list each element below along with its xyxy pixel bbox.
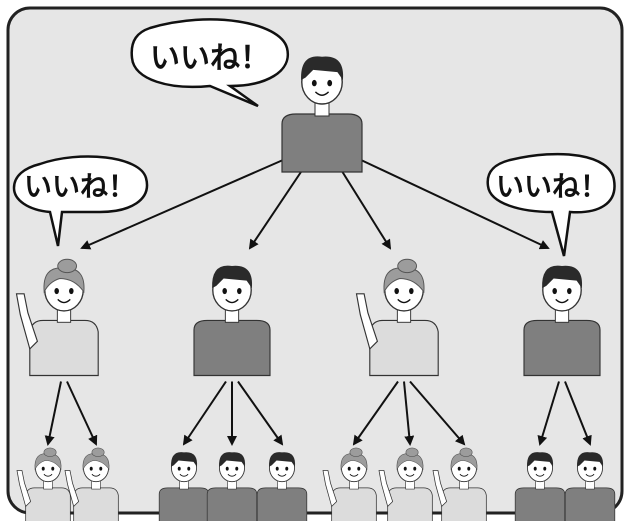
bubble-text-right: いいね！	[496, 170, 608, 203]
person-level3-3-1-hair	[340, 453, 368, 471]
arrow-level2-3-to-level3-3	[409, 380, 466, 446]
speech-bubble-left: いいね！	[12, 155, 149, 247]
person-level3-4-1-hair	[527, 452, 554, 467]
person-level2-1-hair	[43, 267, 85, 294]
person-level3-1-2-blouse	[73, 487, 119, 521]
arrow-layer	[44, 159, 592, 446]
person-level3-3-2-blouse	[387, 487, 433, 521]
arrow-level2-1-to-level3-1	[44, 381, 62, 446]
person-level3-2-2-hair	[219, 452, 246, 467]
person-level3-1-2-hair	[82, 453, 110, 471]
person-level3-3-1-pointing-arm	[322, 470, 338, 508]
person-level3-3-1-blouse	[331, 487, 377, 521]
person-level3-3-2	[378, 447, 433, 521]
arrow-level2-2-to-level3-1	[182, 380, 227, 446]
person-level3-1-1	[16, 447, 71, 521]
person-level3-2-2	[206, 452, 258, 521]
person-level2-4-shirt	[523, 319, 601, 377]
arrow-level2-4-to-level3-1	[537, 381, 560, 446]
arrow-top-to-level2-3	[334, 159, 392, 250]
arrow-top-to-level2-4	[360, 159, 550, 250]
arrow-level2-1-to-level3-2	[66, 381, 98, 446]
person-level2-2-shirt	[193, 319, 271, 377]
person-level3-1-1-hair	[34, 453, 62, 471]
person-level3-3-1	[322, 447, 377, 521]
arrow-level2-4-to-level3-2	[564, 381, 592, 446]
diagram-frame	[6, 6, 624, 515]
person-level3-4-2	[564, 452, 616, 521]
arrow-level2-2-to-level3-3	[237, 380, 284, 446]
person-level2-1-blouse	[29, 319, 99, 377]
person-level2-3-hair-bun	[397, 258, 418, 274]
arrow-level2-3-to-level3-1	[352, 380, 399, 446]
bubble-text-top: いいね！	[150, 41, 270, 76]
person-level2-1	[15, 258, 99, 377]
arrow-top-to-level2-2	[248, 159, 310, 250]
person-top-shirt	[281, 113, 363, 173]
person-level3-3-2-hair	[396, 453, 424, 471]
person-level3-3-3-pointing-arm	[432, 470, 448, 508]
person-level2-2	[193, 265, 271, 377]
person-level3-2-1	[158, 452, 210, 521]
person-level3-3-3-blouse	[441, 487, 487, 521]
person-level2-1-hair-bun	[57, 258, 78, 274]
arrow-level2-3-to-level3-2	[403, 381, 415, 446]
person-level2-2-hair	[212, 265, 253, 289]
person-level3-1-1-blouse	[25, 487, 71, 521]
person-level2-3	[355, 258, 439, 377]
person-level3-3-3-hair	[450, 453, 478, 471]
person-level3-4-2-hair	[577, 452, 604, 467]
bubble-text-left: いいね！	[24, 170, 136, 203]
person-level3-2-2-shirt	[206, 487, 258, 521]
person-top	[281, 56, 363, 173]
person-level3-1-1-hair-bun	[43, 447, 57, 457]
person-level3-2-1-shirt	[158, 487, 210, 521]
person-level2-4-hair	[542, 265, 583, 289]
person-level3-4-1	[514, 452, 566, 521]
person-level2-4	[523, 265, 601, 377]
person-level3-1-2-hair-bun	[91, 447, 105, 457]
person-level3-1-2-pointing-arm	[64, 470, 80, 508]
person-level2-3-pointing-arm	[355, 293, 379, 350]
person-level3-4-2-shirt	[564, 487, 616, 521]
person-level3-3-3	[432, 447, 487, 521]
arrow-top-to-level2-1	[80, 159, 284, 250]
person-level3-3-2-hair-bun	[405, 447, 419, 457]
person-level3-3-3-hair-bun	[459, 447, 473, 457]
person-level3-3-2-pointing-arm	[378, 470, 394, 508]
people-layer	[15, 56, 616, 521]
person-level3-2-3	[256, 452, 308, 521]
person-level2-3-blouse	[369, 319, 439, 377]
person-level3-2-3-shirt	[256, 487, 308, 521]
person-level2-3-hair	[383, 267, 425, 294]
person-level2-1-pointing-arm	[15, 293, 39, 350]
person-level3-3-1-hair-bun	[349, 447, 363, 457]
speech-bubble-top: いいね！	[130, 18, 290, 108]
person-level3-2-3-hair	[269, 452, 296, 467]
person-level3-1-2	[64, 447, 119, 521]
person-level3-1-1-pointing-arm	[16, 470, 32, 508]
person-top-hair	[301, 56, 344, 80]
person-level3-2-1-hair	[171, 452, 198, 467]
speech-bubble-right: いいね！	[486, 152, 616, 257]
person-level3-4-1-shirt	[514, 487, 566, 521]
